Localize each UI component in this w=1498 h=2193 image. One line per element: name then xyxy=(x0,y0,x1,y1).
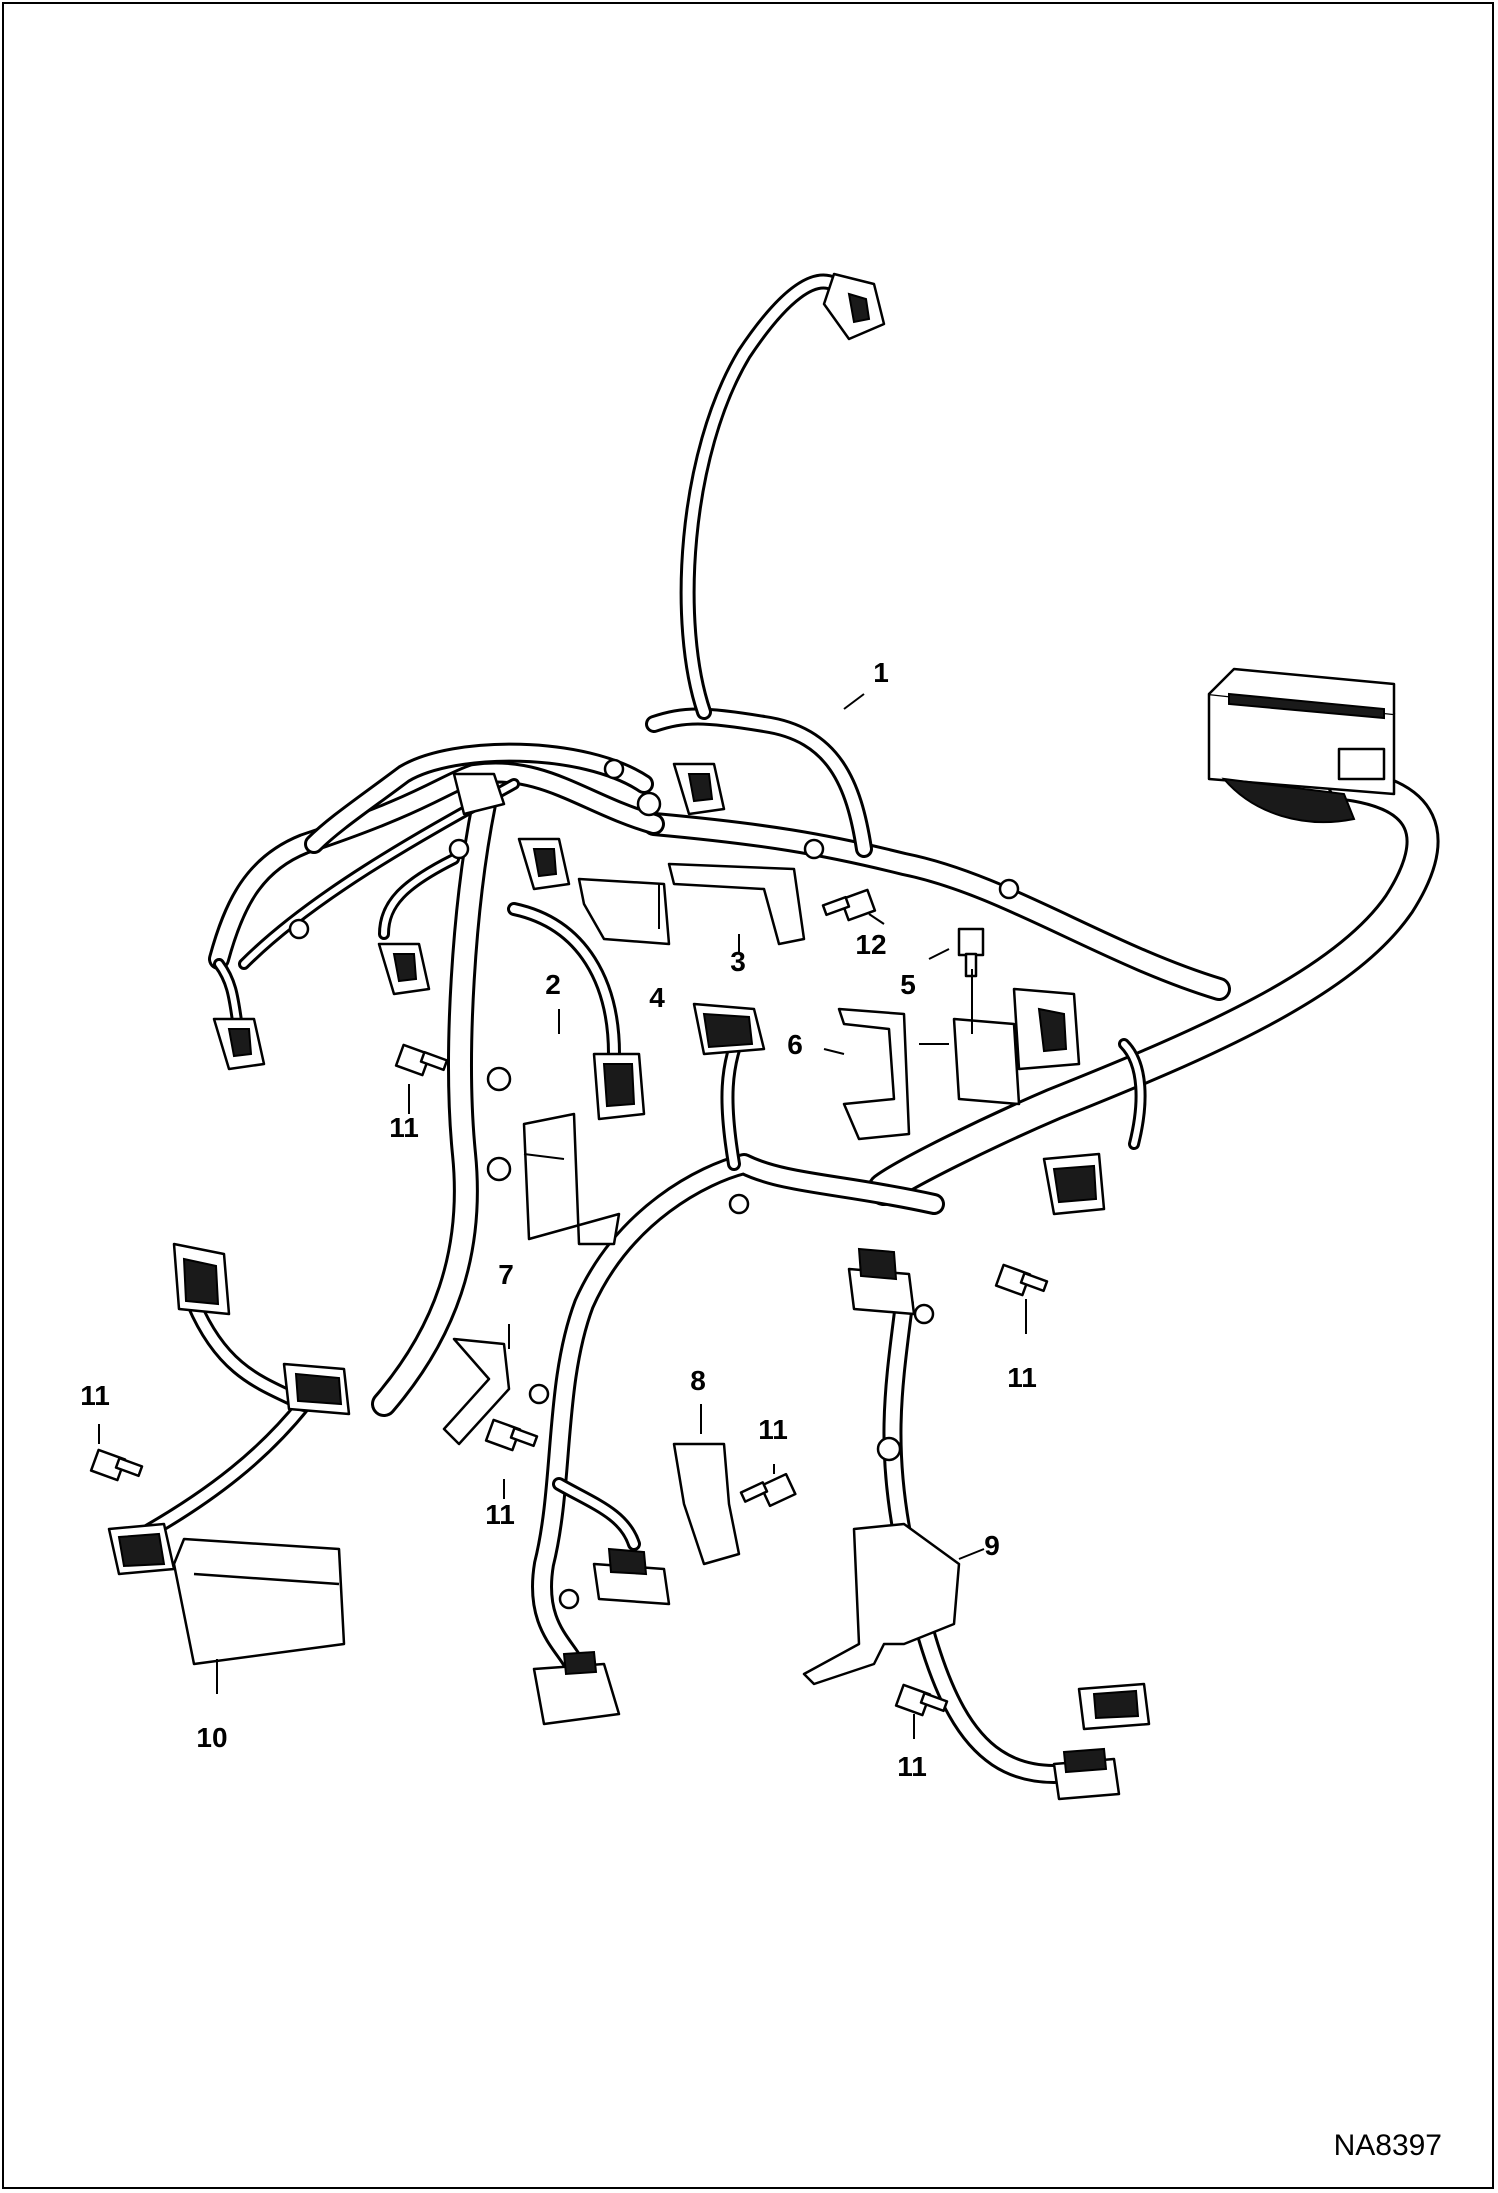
callout-3: 3 xyxy=(730,946,746,977)
callout-1: 1 xyxy=(873,657,889,688)
callout-4: 4 xyxy=(649,982,665,1013)
callout-6: 6 xyxy=(787,1029,803,1060)
callout-8: 8 xyxy=(690,1365,706,1396)
wiring-harness-drawing xyxy=(89,272,1440,1801)
callout-11-d: 11 xyxy=(758,1414,788,1445)
callout-9: 9 xyxy=(984,1530,1000,1561)
connectors xyxy=(107,272,1151,1801)
callout-10: 10 xyxy=(196,1722,228,1753)
callout-11-e: 11 xyxy=(1007,1362,1037,1393)
leader-lines xyxy=(98,693,1027,1739)
callout-5: 5 xyxy=(900,969,916,1000)
callout-11-f: 11 xyxy=(897,1751,927,1782)
drawing-number: NA8397 xyxy=(1333,2129,1442,2162)
clips xyxy=(288,758,1020,1610)
main-harness xyxy=(136,273,1440,1784)
callout-11-a: 11 xyxy=(389,1112,419,1143)
callout-11-b: 11 xyxy=(80,1380,110,1411)
callout-12: 12 xyxy=(855,929,887,960)
callout-11-c: 11 xyxy=(485,1499,515,1530)
callout-7: 7 xyxy=(498,1259,514,1290)
ecu-connector xyxy=(1207,667,1396,823)
bolts xyxy=(89,888,1049,1717)
brackets xyxy=(172,862,1021,1686)
callout-2: 2 xyxy=(545,969,561,1000)
